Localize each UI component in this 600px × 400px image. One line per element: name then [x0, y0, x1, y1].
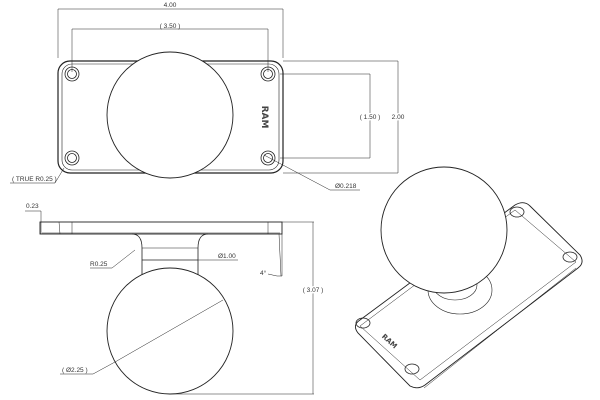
brand-mark-top: RAM — [259, 106, 269, 129]
dim-overall-width: 4.00 — [164, 2, 177, 9]
top-view — [10, 8, 399, 191]
dim-corner-radius: ( TRUE R0.25 ) — [12, 176, 57, 183]
iso-view — [355, 166, 583, 389]
dim-hole-diameter: Ø0.218 — [335, 183, 357, 190]
dim-side-overall-height: ( 3.07 ) — [303, 287, 324, 294]
dim-plate-thickness: 0.23 — [26, 203, 39, 210]
side-ball — [106, 267, 234, 395]
dim-overall-height: 2.00 — [392, 114, 405, 121]
iso-ball — [380, 166, 508, 294]
dim-neck-diameter: Ø1.00 — [218, 253, 236, 260]
dim-ball-diameter: ( Ø2.25 ) — [62, 367, 88, 374]
ball-outline — [106, 51, 234, 179]
dim-fillet-radius: R0.25 — [90, 261, 108, 268]
dim-hole-spacing-y: ( 1.50 ) — [360, 114, 381, 121]
side-plate — [39, 221, 283, 235]
dim-draft-angle: 4° — [260, 269, 267, 277]
side-view — [25, 210, 314, 395]
dim-hole-spacing-x: ( 3.50 ) — [160, 23, 181, 30]
